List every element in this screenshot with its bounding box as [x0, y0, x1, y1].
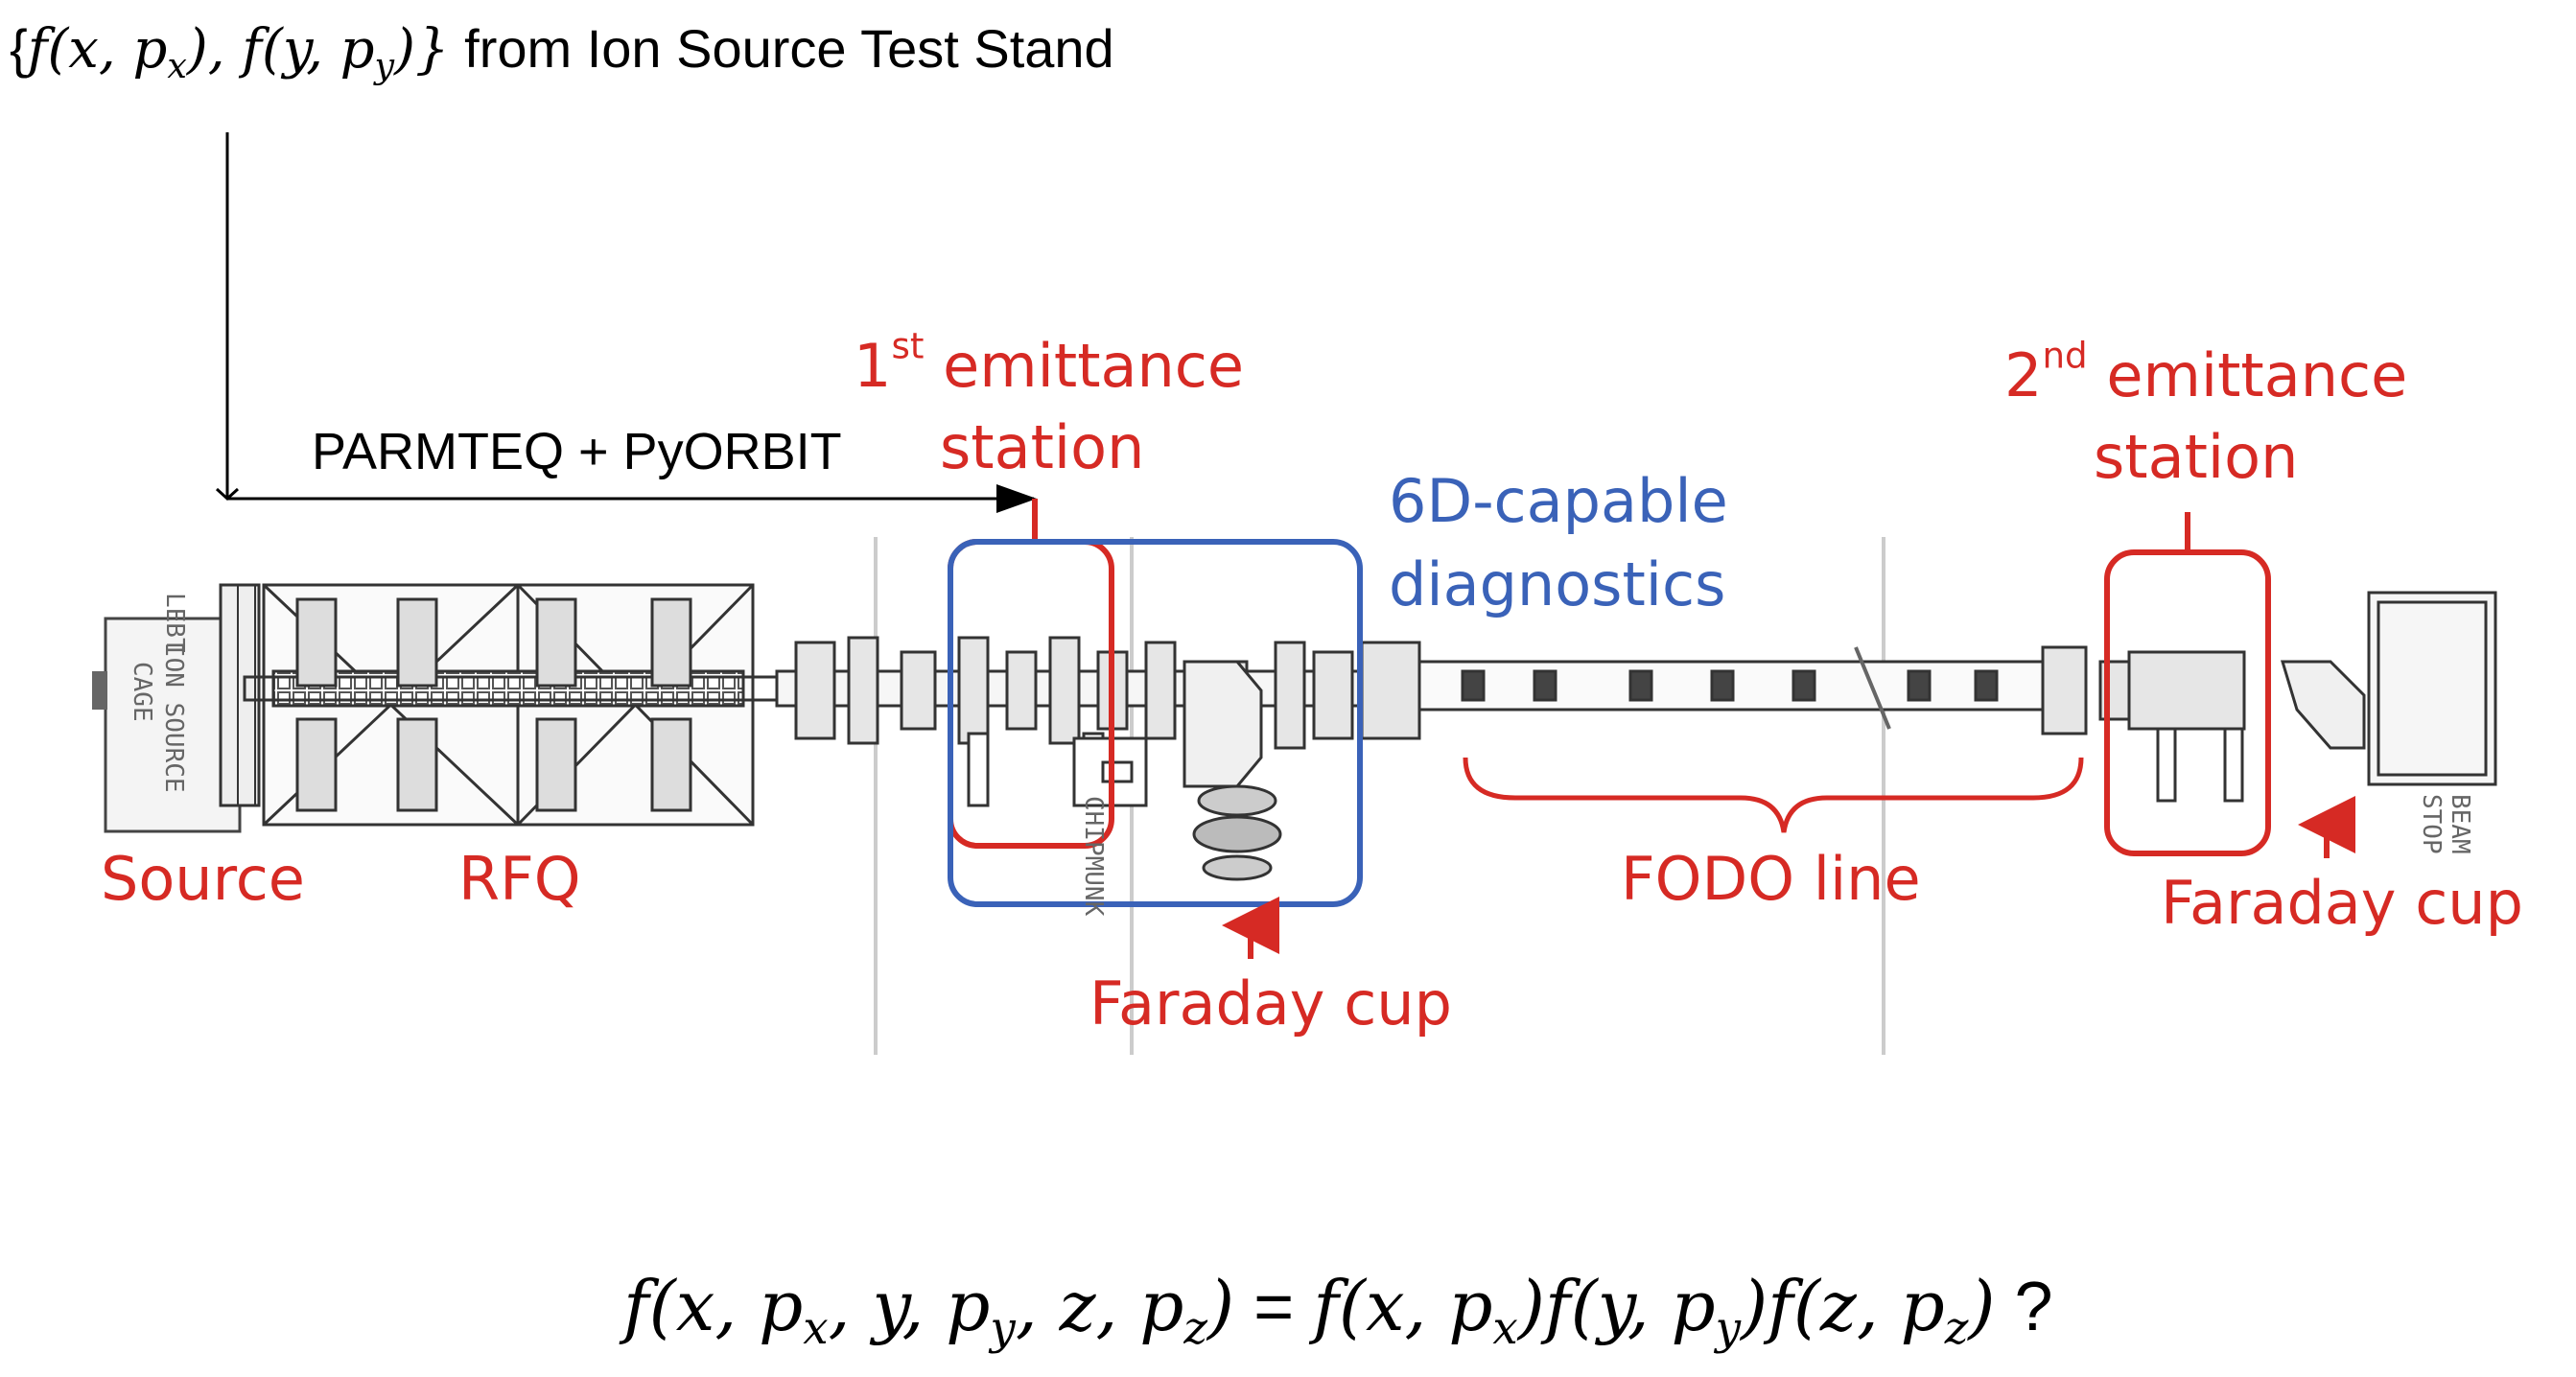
- transport-label: PARMTEQ + PyORBIT: [312, 423, 842, 480]
- header-text: from Ion Source Test Stand: [464, 18, 1114, 79]
- faraday-cup-label-1: Faraday cup: [1089, 969, 1452, 1039]
- faraday-arrows: [1222, 796, 2355, 959]
- beam-label: BEAM: [2446, 794, 2474, 854]
- station2-subtitle: station: [2094, 422, 2299, 492]
- ion-source-cage: [92, 617, 242, 833]
- diagnostics-line2: diagnostics: [1389, 548, 1726, 619]
- diagnostics-label: 6D-capable diagnostics: [1389, 460, 1728, 627]
- lebt: [219, 583, 261, 807]
- ion-source-label: ION SOURCE: [159, 642, 188, 793]
- header-formula: {f(x, px), f(y, py)}: [10, 18, 450, 86]
- diagnostics-line1: 6D-capable: [1389, 466, 1728, 536]
- rfq-module: [243, 583, 784, 827]
- fodo-label: FODO line: [1621, 844, 1921, 914]
- station2-box: [2104, 512, 2271, 856]
- transport-arrow: [215, 132, 1037, 513]
- fodo-brace: [1463, 757, 2084, 833]
- factorization-equation: f(x, px, y, py, z, pz) = f(x, px)f(y, py…: [623, 1266, 2053, 1356]
- chipmunk-label: CHIPMUNK: [1079, 796, 1108, 917]
- end-station-components: [2041, 591, 2497, 803]
- equation-question-mark: ?: [1995, 1269, 2053, 1345]
- station1-title: 1st emittance: [854, 324, 1245, 401]
- station2-title: 2nd emittance: [2004, 334, 2408, 410]
- equation-lhs: f(x, px, y, py, z, pz): [623, 1266, 1235, 1356]
- station1-subtitle: station: [940, 412, 1145, 482]
- stop-label: STOP: [2417, 794, 2446, 854]
- source-label: Source: [101, 844, 305, 914]
- rfq-label: RFQ: [458, 844, 581, 914]
- fodo-components: [1417, 646, 2045, 730]
- equation-rhs: f(x, px)f(y, py)f(z, pz): [1313, 1266, 1996, 1356]
- cage-label: CAGE: [128, 662, 156, 722]
- faraday-cup-label-2: Faraday cup: [2161, 868, 2523, 938]
- diagnostics-box: [948, 539, 1363, 907]
- header-title: {f(x, px), f(y, py)} from Ion Source Tes…: [10, 17, 1114, 86]
